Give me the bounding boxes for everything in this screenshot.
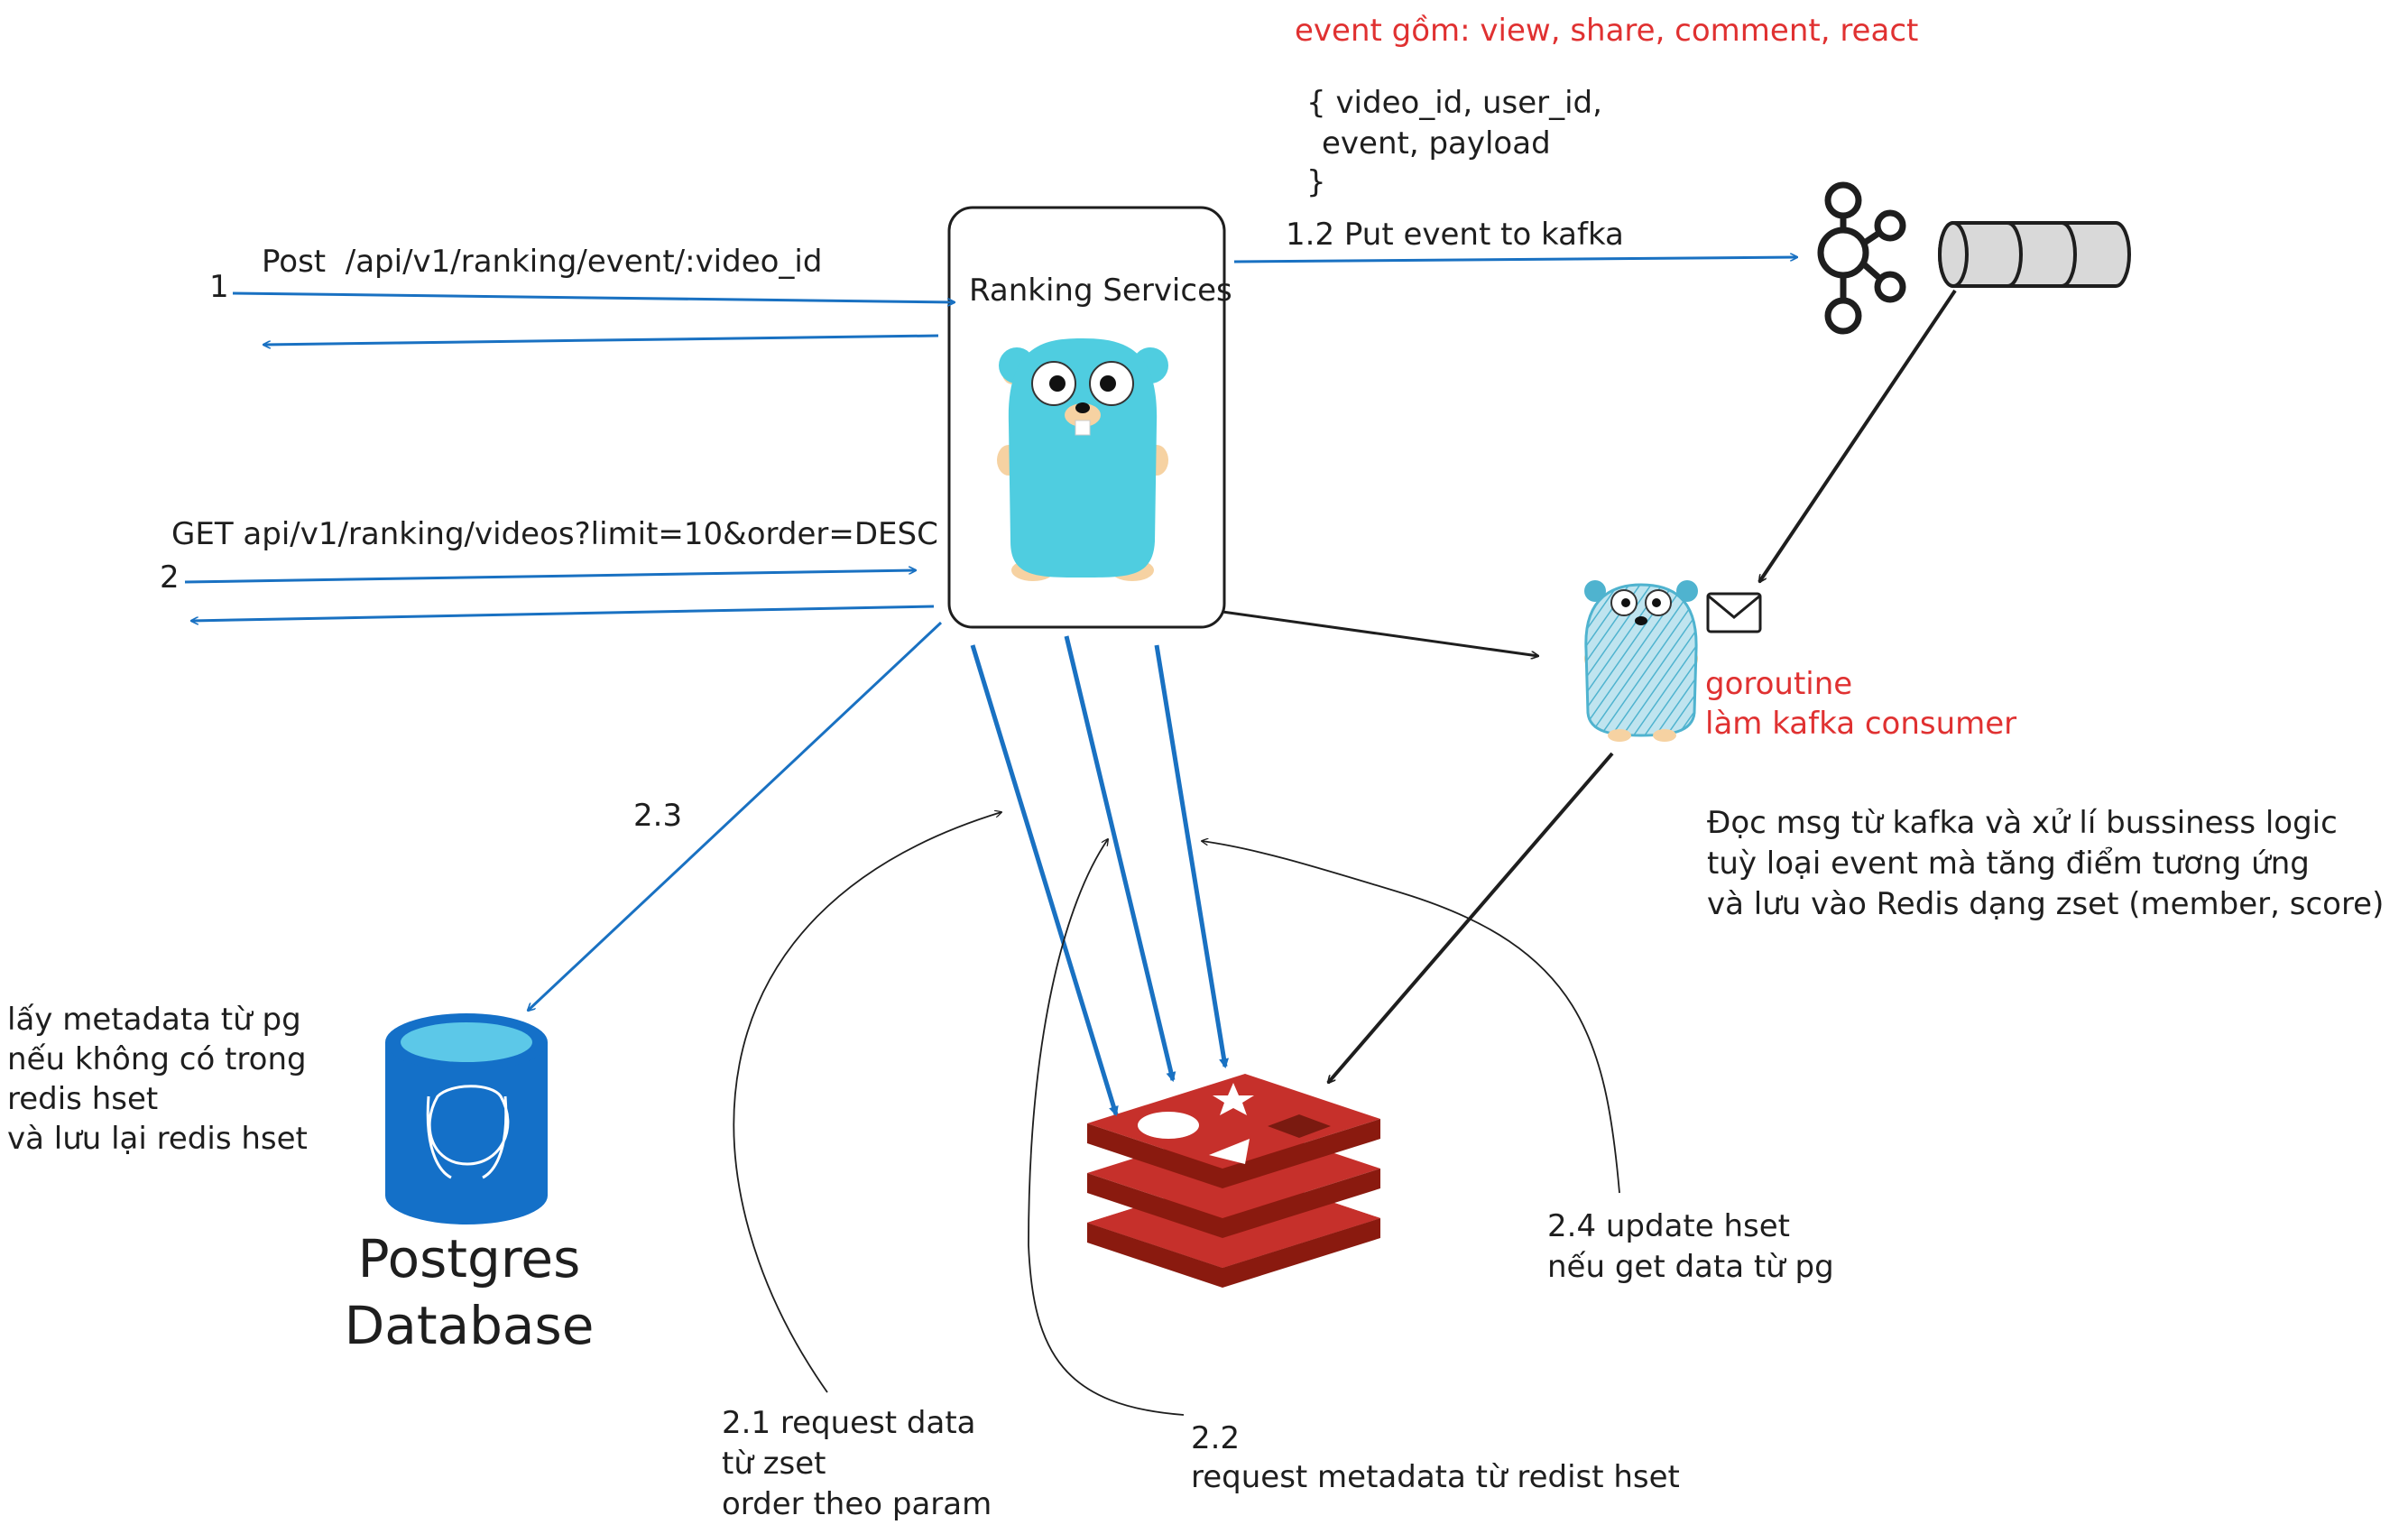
ranking-service-title: Ranking Services <box>969 273 1232 309</box>
arrow-put-kafka <box>1233 257 1797 263</box>
arrow-redis-2 <box>1064 635 1176 1083</box>
arrow-post-request <box>232 291 955 302</box>
postgres-icon <box>385 1013 548 1224</box>
arrow-service-to-consumer <box>1222 610 1538 656</box>
redis-icon <box>1087 1074 1380 1288</box>
post-endpoint-label: Post /api/v1/ranking/event/:video_id <box>262 244 823 280</box>
arrow-get-response <box>191 605 935 621</box>
arrow-redis-3 <box>1154 644 1230 1069</box>
step-2-1-line-3: order theo param <box>722 1486 992 1522</box>
gopher-consumer-icon <box>1584 580 1698 742</box>
gopher-icon <box>997 338 1168 581</box>
pg-note-line-3: redis hset <box>7 1081 159 1117</box>
step-2-label: 2 <box>160 559 180 596</box>
arrow-redis-1 <box>970 644 1119 1117</box>
consumer-logic-line-3: và lưu vào Redis dạng zset (member, scor… <box>1707 886 2385 922</box>
put-kafka-label: 1.2 Put event to kafka <box>1286 217 1624 253</box>
envelope-icon <box>1706 592 1762 633</box>
leader-2-2 <box>1028 839 1185 1416</box>
step-2-2-line-2: request metadata từ redist hset <box>1191 1459 1680 1495</box>
payload-line-3: } <box>1306 164 1326 200</box>
arrow-post-response <box>263 334 939 345</box>
pg-note-line-1: lấy metadata từ pg <box>7 1002 301 1038</box>
leader-2-1 <box>733 812 1001 1393</box>
step-2-4-line-2: nếu get data từ pg <box>1547 1249 1834 1285</box>
step-2-1-line-1: 2.1 request data <box>722 1405 976 1441</box>
pg-note-line-2: nếu không có trong <box>7 1041 307 1077</box>
kafka-icon <box>1817 181 1906 335</box>
arrow-consumer-to-redis <box>1328 752 1614 1083</box>
step-1-label: 1 <box>209 269 229 305</box>
consumer-logic-line-1: Đọc msg từ kafka và xử lí bussiness logi… <box>1707 805 2338 841</box>
step-2-3-label: 2.3 <box>633 798 683 834</box>
queue-icon <box>1938 221 2131 288</box>
arrow-get-request <box>184 570 916 584</box>
step-2-4-line-1: 2.4 update hset <box>1547 1208 1790 1244</box>
consumer-logic-line-2: tuỳ loại event mà tăng điểm tương ứng <box>1707 846 2310 882</box>
step-2-2-line-1: 2.2 <box>1191 1420 1241 1456</box>
postgres-title-line-1: Postgres <box>357 1228 581 1289</box>
event-types-note: event gồm: view, share, comment, react <box>1295 13 1919 49</box>
arrow-to-postgres <box>528 621 943 1011</box>
consumer-label-2: làm kafka consumer <box>1705 706 2017 742</box>
get-endpoint-label: GET api/v1/ranking/videos?limit=10&order… <box>171 516 938 552</box>
consumer-label-1: goroutine <box>1705 666 1853 702</box>
postgres-title-line-2: Database <box>344 1295 595 1356</box>
pg-note-line-4: và lưu lại redis hset <box>7 1121 308 1157</box>
payload-line-2: event, payload <box>1322 125 1551 162</box>
leader-2-4 <box>1202 841 1620 1194</box>
arrow-queue-to-consumer <box>1758 289 1957 582</box>
step-2-1-line-2: từ zset <box>722 1446 826 1482</box>
payload-line-1: { video_id, user_id, <box>1306 85 1602 121</box>
